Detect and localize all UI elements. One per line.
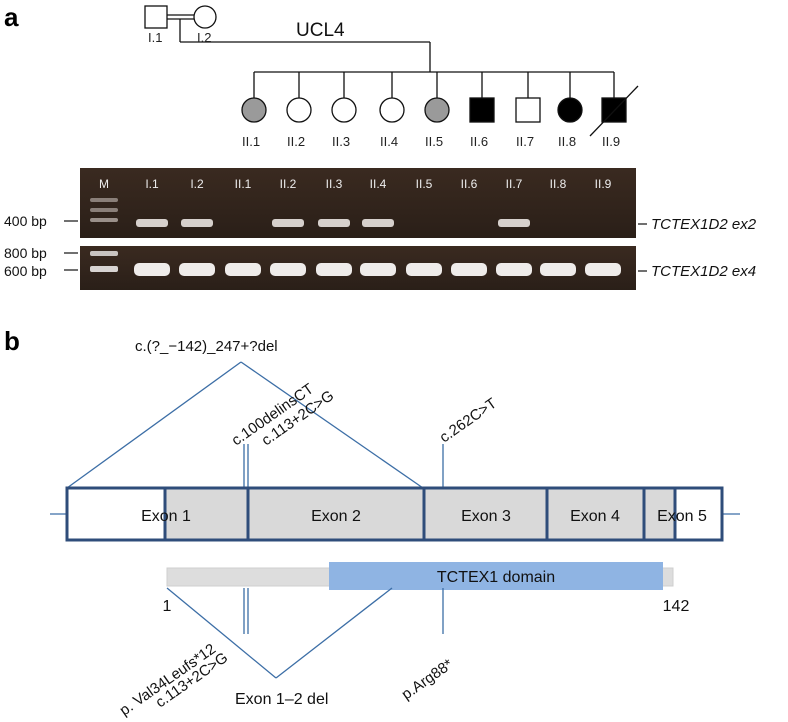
mutation-c262ct: c.262C>T [437, 395, 500, 446]
exon-2-label: Exon 2 [311, 508, 361, 525]
deletion-protein-label: Exon 1–2 del [235, 691, 328, 708]
gel-ex2-band [498, 219, 530, 227]
ladder-band [90, 218, 118, 222]
label-ii2: II.2 [287, 134, 305, 149]
gel-ex2-band [272, 219, 304, 227]
label-i1: I.1 [148, 30, 162, 45]
gel-ex4-band [225, 263, 261, 276]
gel-ex4-band [316, 263, 352, 276]
protein-markers [166, 587, 444, 679]
panel-b-letter: b [4, 326, 20, 356]
child-ii6-symbol [469, 97, 495, 123]
gel-ex4-band [270, 263, 306, 276]
deletion-label: c.(?_−142)_247+?del [135, 338, 278, 355]
protein-start: 1 [163, 598, 172, 615]
deletion-lines [66, 361, 424, 489]
label-ii9: II.9 [602, 134, 620, 149]
ladder-band [90, 198, 118, 202]
ladder-band [90, 266, 118, 272]
gel-ex4-band [540, 263, 576, 276]
exon-5-label: Exon 5 [657, 508, 707, 525]
child-ii5-symbol [424, 97, 450, 123]
label-ii3: II.3 [332, 134, 350, 149]
gel-ex4-band [406, 263, 442, 276]
label-ii7: II.7 [516, 134, 534, 149]
lane-label-i2: I.2 [190, 177, 204, 191]
domain-label: TCTEX1 domain [437, 569, 555, 586]
exon-4-label: Exon 4 [570, 508, 620, 525]
lane-label-ii2: II.2 [280, 177, 297, 191]
family-id: UCL4 [296, 20, 345, 41]
child-ii3-symbol [331, 97, 357, 123]
gel-ex4-band [360, 263, 396, 276]
gel-ex2-band [362, 219, 394, 227]
ladder-band [90, 208, 118, 212]
ladder-band [90, 251, 118, 256]
child-ii4-symbol [379, 97, 405, 123]
gel-ex4-band [451, 263, 487, 276]
parent-i1-symbol [144, 5, 168, 29]
gel-ex4-band [179, 263, 215, 276]
lane-label-ii3: II.3 [326, 177, 343, 191]
lane-label-m: M [99, 177, 109, 191]
lane-label-ii6: II.6 [461, 177, 478, 191]
lane-label-ii7: II.7 [506, 177, 523, 191]
gel-ex4-band [585, 263, 621, 276]
label-ii4: II.4 [380, 134, 398, 149]
parent-i2-symbol [193, 5, 217, 29]
gel-ex4-label: TCTEX1D2 ex4 [651, 263, 756, 280]
gene-structure [65, 486, 724, 542]
lane-label-i1: I.1 [145, 177, 159, 191]
top-mutation-markers [243, 444, 444, 488]
pedigree [144, 5, 639, 137]
exon-3-label: Exon 3 [461, 508, 511, 525]
label-ii6: II.6 [470, 134, 488, 149]
deceased-slash [589, 85, 639, 137]
lane-label-ii8: II.8 [550, 177, 567, 191]
child-ii9-symbol [601, 97, 627, 123]
label-ii5: II.5 [425, 134, 443, 149]
gel-ex2 [80, 168, 636, 238]
gel-ex2-band [136, 219, 168, 227]
gel-ex2-label: TCTEX1D2 ex2 [651, 216, 757, 233]
label-ii1: II.1 [242, 134, 260, 149]
gel-ex2-bands [136, 219, 530, 227]
gel-ex4-band [134, 263, 170, 276]
child-ii1-symbol [241, 97, 267, 123]
size-400bp: 400 bp [4, 213, 47, 229]
size-800bp: 800 bp [4, 245, 47, 261]
label-ii8: II.8 [558, 134, 576, 149]
child-ii7-symbol [515, 97, 541, 123]
lane-label-ii5: II.5 [416, 177, 433, 191]
tctex1-domain [329, 562, 663, 590]
lane-label-ii9: II.9 [595, 177, 612, 191]
label-i2: I.2 [197, 30, 211, 45]
child-ii2-symbol [286, 97, 312, 123]
gel-ex4-bands [134, 263, 621, 276]
size-600bp: 600 bp [4, 263, 47, 279]
gel-ex2-band [181, 219, 213, 227]
exon-1-label: Exon 1 [141, 508, 191, 525]
child-ii8-symbol [557, 97, 583, 123]
panel-a-letter: a [4, 2, 19, 32]
gel-ex4-band [496, 263, 532, 276]
mutation-parg88: p.Arg88* [399, 656, 457, 704]
gel-ex2-band [318, 219, 350, 227]
lane-label-ii1: II.1 [235, 177, 252, 191]
protein-end: 142 [663, 598, 690, 615]
lane-label-ii4: II.4 [370, 177, 387, 191]
